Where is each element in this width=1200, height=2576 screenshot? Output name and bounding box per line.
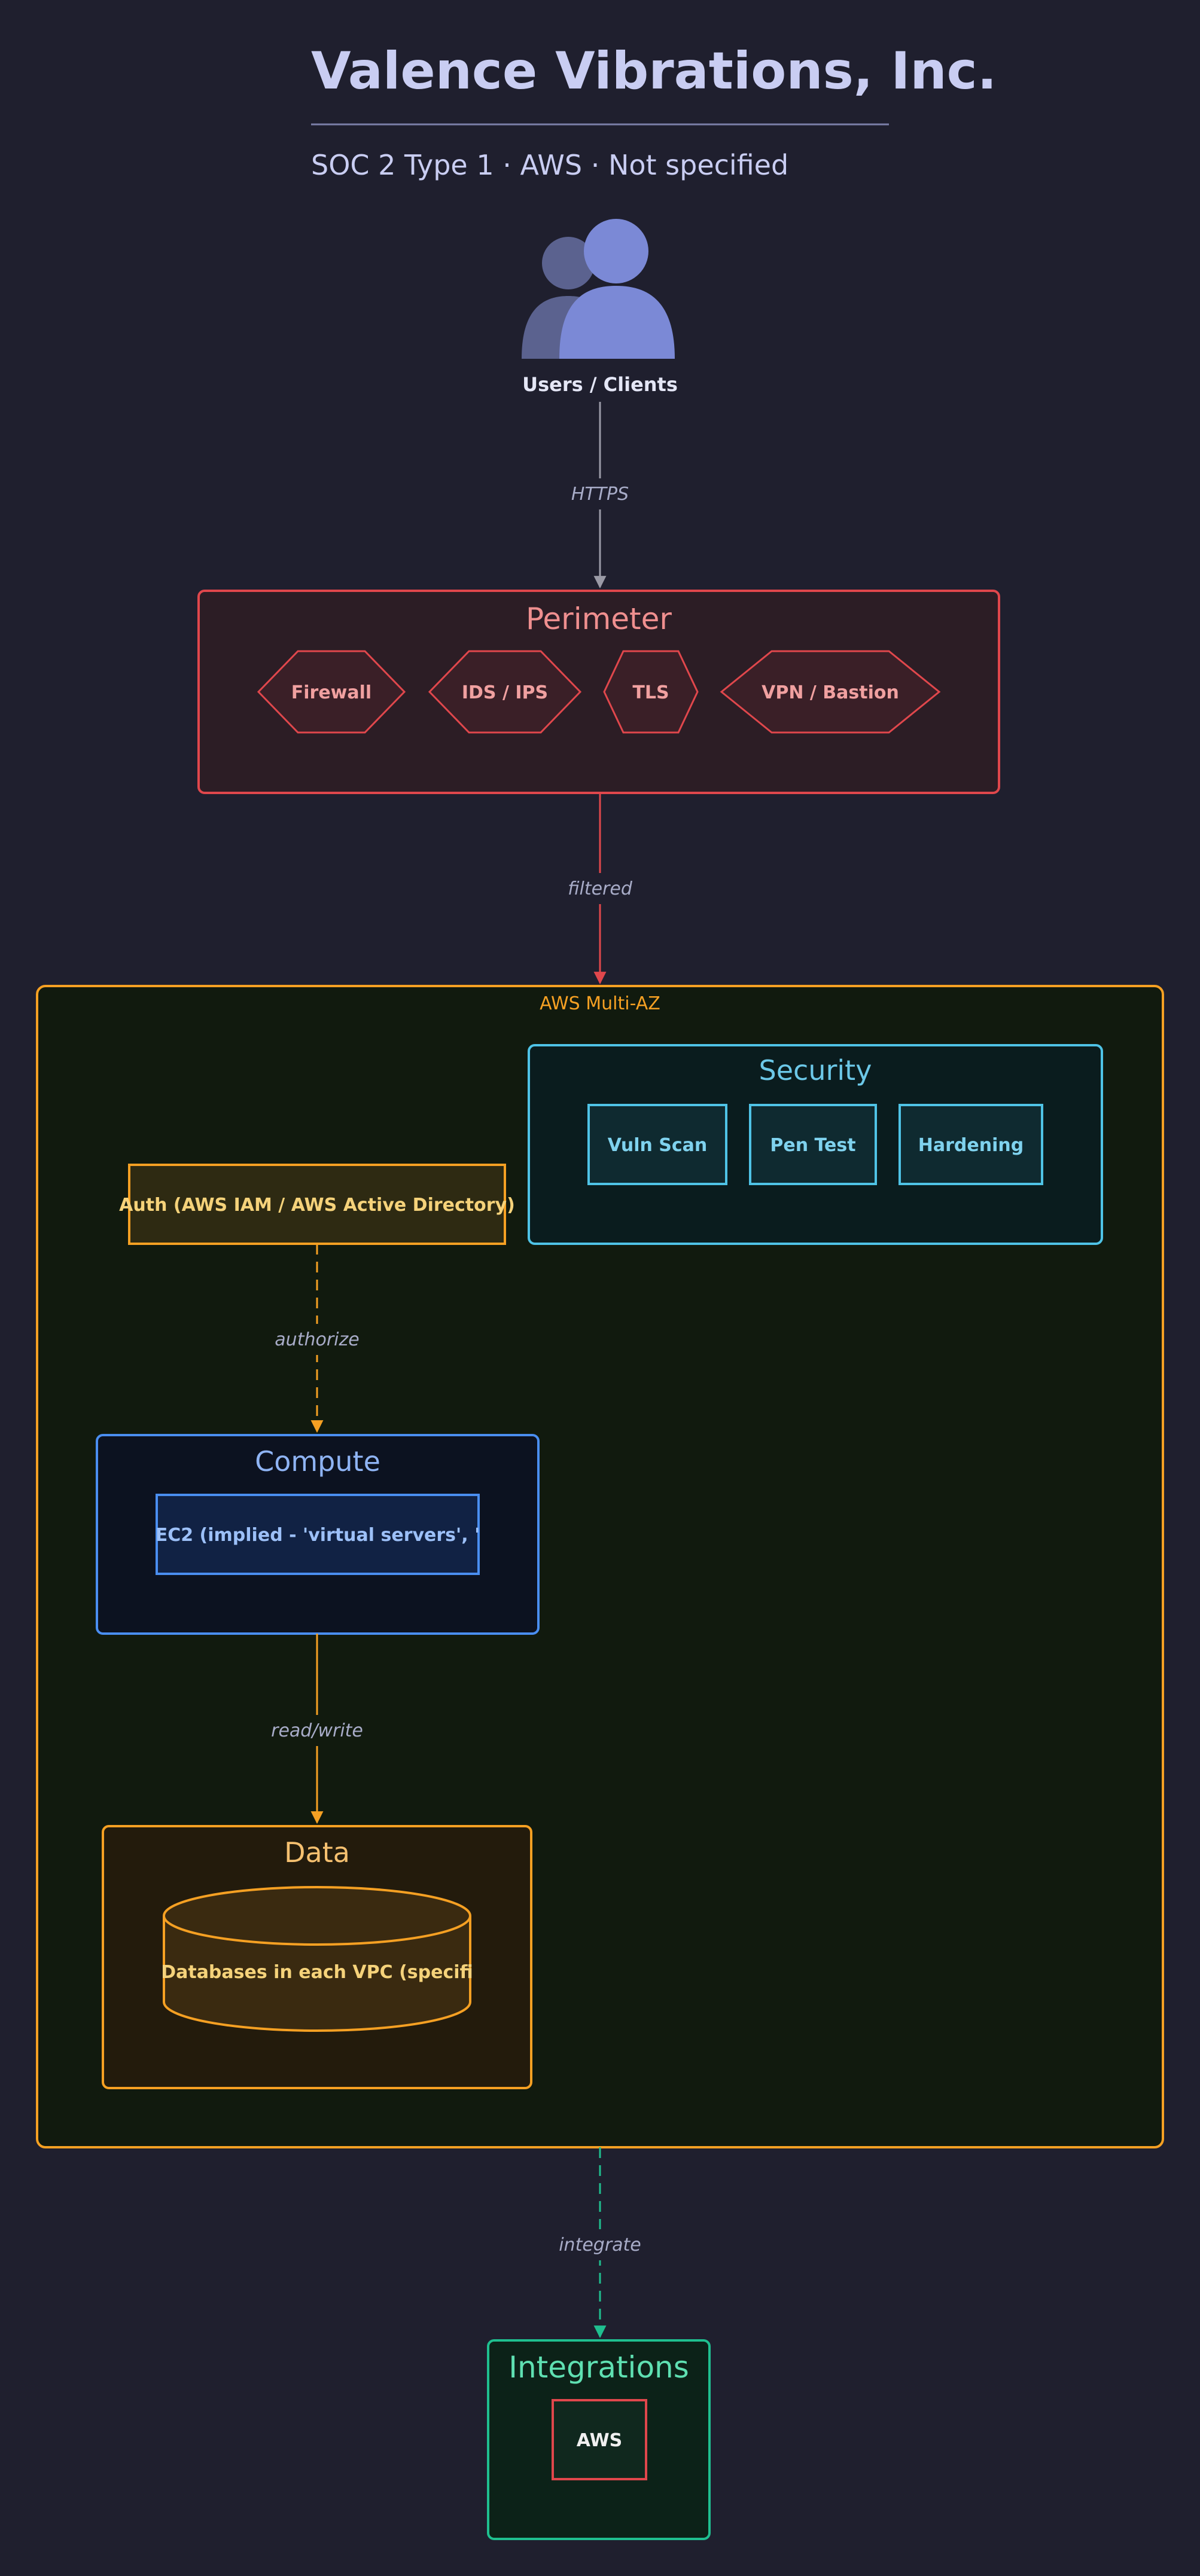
hardening-node: Hardening: [899, 1104, 1043, 1185]
ec2-node: EC2 (implied - 'virtual servers', ': [156, 1494, 480, 1575]
data-title: Data: [284, 1836, 350, 1869]
ids-ips-label: IDS / IPS: [462, 682, 548, 703]
firewall-label: Firewall: [291, 682, 371, 703]
vpn-bastion-node: VPN / Bastion: [720, 650, 941, 734]
security-title: Security: [759, 1054, 872, 1086]
perimeter-title: Perimeter: [526, 602, 672, 636]
database-cylinder-icon: [163, 1886, 471, 1946]
edge-integrate-label-bg: [556, 2229, 644, 2260]
vuln-scan-node: Vuln Scan: [587, 1104, 727, 1185]
vuln-scan-label: Vuln Scan: [608, 1135, 708, 1156]
edge-read-write-label: read/write: [271, 1720, 363, 1741]
tls-label: TLS: [632, 682, 669, 703]
database-label: Databases in each VPC (specifi: [161, 1962, 473, 1983]
edge-authorize-label-bg: [273, 1324, 361, 1355]
edge-https-label-bg: [568, 478, 632, 509]
tls-node: TLS: [603, 650, 699, 734]
users-icon: [522, 219, 675, 359]
page-title: Valence Vibrations, Inc.: [311, 41, 997, 101]
pen-test-label: Pen Test: [770, 1135, 855, 1156]
aws-multi-az-title: AWS Multi-AZ: [540, 993, 660, 1014]
ec2-label: EC2 (implied - 'virtual servers', ': [156, 1525, 480, 1546]
edge-authorize-label: authorize: [275, 1329, 359, 1350]
pen-test-node: Pen Test: [749, 1104, 877, 1185]
edge-read-write-label-bg: [273, 1715, 361, 1746]
firewall-node: Firewall: [257, 650, 406, 734]
edge-filtered-label: filtered: [568, 878, 633, 899]
edge-integrate-label: integrate: [559, 2235, 641, 2255]
ids-ips-node: IDS / IPS: [428, 650, 582, 734]
vpn-bastion-label: VPN / Bastion: [762, 682, 899, 703]
aws-integration-label: AWS: [577, 2430, 623, 2451]
edge-https-label: HTTPS: [571, 484, 629, 505]
hardening-label: Hardening: [918, 1135, 1024, 1156]
perimeter-zone: [197, 590, 1000, 794]
auth-label: Auth (AWS IAM / AWS Active Directory): [119, 1195, 515, 1216]
auth-node: [128, 1164, 506, 1245]
aws-integration-node: AWS: [552, 2399, 647, 2480]
integrations-title: Integrations: [508, 2350, 689, 2385]
compute-title: Compute: [255, 1445, 380, 1478]
database-node: Databases in each VPC (specifi: [161, 1886, 473, 2032]
edge-filtered-label-bg: [562, 873, 638, 904]
page-subtitle: SOC 2 Type 1 · AWS · Not specified: [311, 149, 788, 181]
users-label: Users / Clients: [522, 373, 678, 396]
